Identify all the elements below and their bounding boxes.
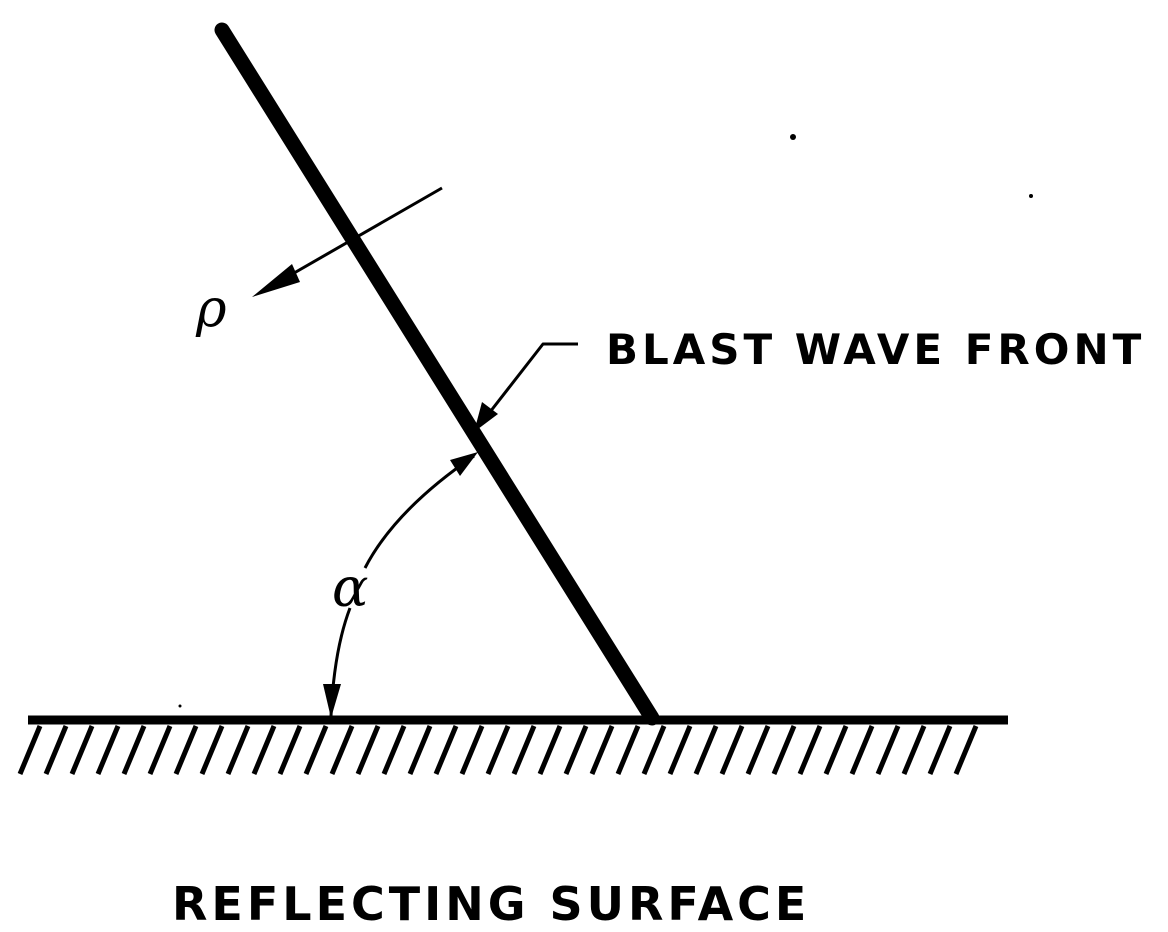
hatch-stroke xyxy=(433,725,459,775)
hatch-stroke xyxy=(511,725,537,775)
hatch-stroke xyxy=(381,725,407,775)
hatch-stroke xyxy=(303,725,329,775)
blast-wave-front-line xyxy=(214,22,660,726)
angle-alpha-arc xyxy=(323,452,478,718)
hatch-stroke xyxy=(771,725,797,775)
scan-speck xyxy=(1029,194,1033,198)
hatch-stroke xyxy=(823,725,849,775)
hatch-stroke xyxy=(355,725,381,775)
angle-symbol: α xyxy=(332,556,368,619)
reflecting-surface-label: REFLECTING SURFACE xyxy=(172,877,810,931)
hatch-stroke xyxy=(537,725,563,775)
hatch-stroke xyxy=(901,725,927,775)
hatch-stroke xyxy=(147,725,173,775)
hatch-stroke xyxy=(43,725,69,775)
hatch-stroke xyxy=(277,725,303,775)
pressure-direction-arrow xyxy=(252,186,443,297)
hatch-stroke xyxy=(173,725,199,775)
wave-front-leader-arrow xyxy=(474,342,578,432)
scan-speck xyxy=(178,704,182,708)
hatch-stroke xyxy=(199,725,225,775)
hatch-stroke xyxy=(485,725,511,775)
hatch-stroke xyxy=(225,725,251,775)
hatch-stroke xyxy=(459,725,485,775)
hatch-stroke xyxy=(69,725,95,775)
blast-wave-front-label: BLAST WAVE FRONT xyxy=(606,325,1145,374)
hatch-stroke xyxy=(849,725,875,775)
pressure-symbol: ρ xyxy=(195,279,227,339)
hatch-stroke xyxy=(563,725,589,775)
hatch-stroke xyxy=(329,725,355,775)
hatch-stroke xyxy=(589,725,615,775)
hatch-stroke xyxy=(927,725,953,775)
hatch-stroke xyxy=(719,725,745,775)
hatch-stroke xyxy=(693,725,719,775)
scan-speck xyxy=(790,134,796,140)
hatch-stroke xyxy=(745,725,771,775)
hatch-stroke xyxy=(17,725,43,775)
surface-hatching xyxy=(17,725,979,775)
hatch-stroke xyxy=(251,725,277,775)
hatch-stroke xyxy=(797,725,823,775)
hatch-stroke xyxy=(121,725,147,775)
hatch-stroke xyxy=(875,725,901,775)
hatch-stroke xyxy=(667,725,693,775)
hatch-stroke xyxy=(95,725,121,775)
hatch-stroke xyxy=(641,725,667,775)
hatch-stroke xyxy=(615,725,641,775)
hatch-stroke xyxy=(407,725,433,775)
hatch-stroke xyxy=(953,725,979,775)
